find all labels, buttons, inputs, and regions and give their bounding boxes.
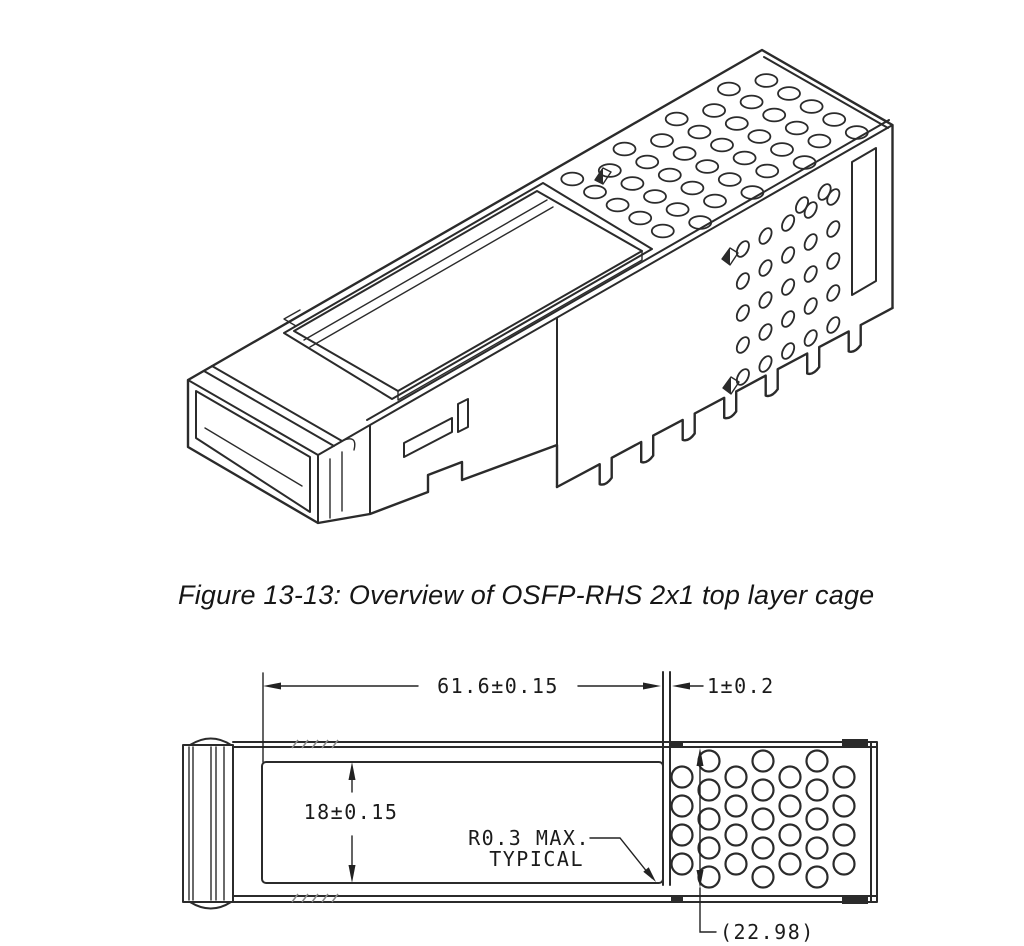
side-perforation-holes (735, 183, 841, 386)
cage-body (186, 48, 894, 525)
port-inner-opening (195, 390, 311, 513)
front-port (195, 390, 343, 519)
isometric-cage-drawing (186, 48, 894, 525)
bezel-outline (182, 744, 234, 903)
opening-depth-lines (303, 199, 643, 401)
figure-caption: Figure 13-13: Overview of OSFP-RHS 2x1 t… (178, 580, 875, 610)
pressfit-pin-edge (555, 306, 894, 489)
body-edges (232, 741, 878, 903)
side-cutouts (403, 147, 877, 458)
front-bezel (182, 737, 234, 910)
dim-cage-length: 61.6±0.15 (437, 674, 559, 698)
side-latch-slots (403, 147, 877, 458)
opening-rim (283, 182, 653, 400)
cage-plan-body (232, 671, 878, 904)
bezel-spring-lines (188, 746, 225, 901)
dim-opening-width: 18±0.15 (304, 800, 399, 824)
top-perforation-holes (560, 73, 869, 239)
port-inner-detail (204, 427, 343, 519)
dimensions: 61.6±0.15 1±0.2 18±0.15 R0.3 MAX. TYPICA… (262, 672, 815, 944)
rim-latch-notch (283, 309, 301, 327)
dim-corner-radius-line2: TYPICAL (489, 847, 584, 871)
front-lip-curl (341, 438, 356, 451)
edge-serrations (291, 739, 339, 903)
dim-vent-field-width: (22.98) (720, 920, 815, 944)
dimension-arrows (263, 682, 704, 888)
dim-wall-thickness: 1±0.2 (707, 674, 775, 698)
dim-corner-radius-line1: R0.3 MAX. (468, 826, 590, 850)
cage-silhouette (186, 48, 894, 525)
plan-view-drawing: 61.6±0.15 1±0.2 18±0.15 R0.3 MAX. TYPICA… (182, 671, 878, 944)
punched-dimples (594, 167, 740, 395)
top-opening (283, 182, 653, 401)
dimple-outlines (594, 167, 740, 395)
vent-hole-field (670, 749, 856, 889)
dimension-lines (280, 685, 717, 933)
bezel-spring-arcs (189, 737, 232, 910)
rear-wall-lines (662, 671, 671, 886)
